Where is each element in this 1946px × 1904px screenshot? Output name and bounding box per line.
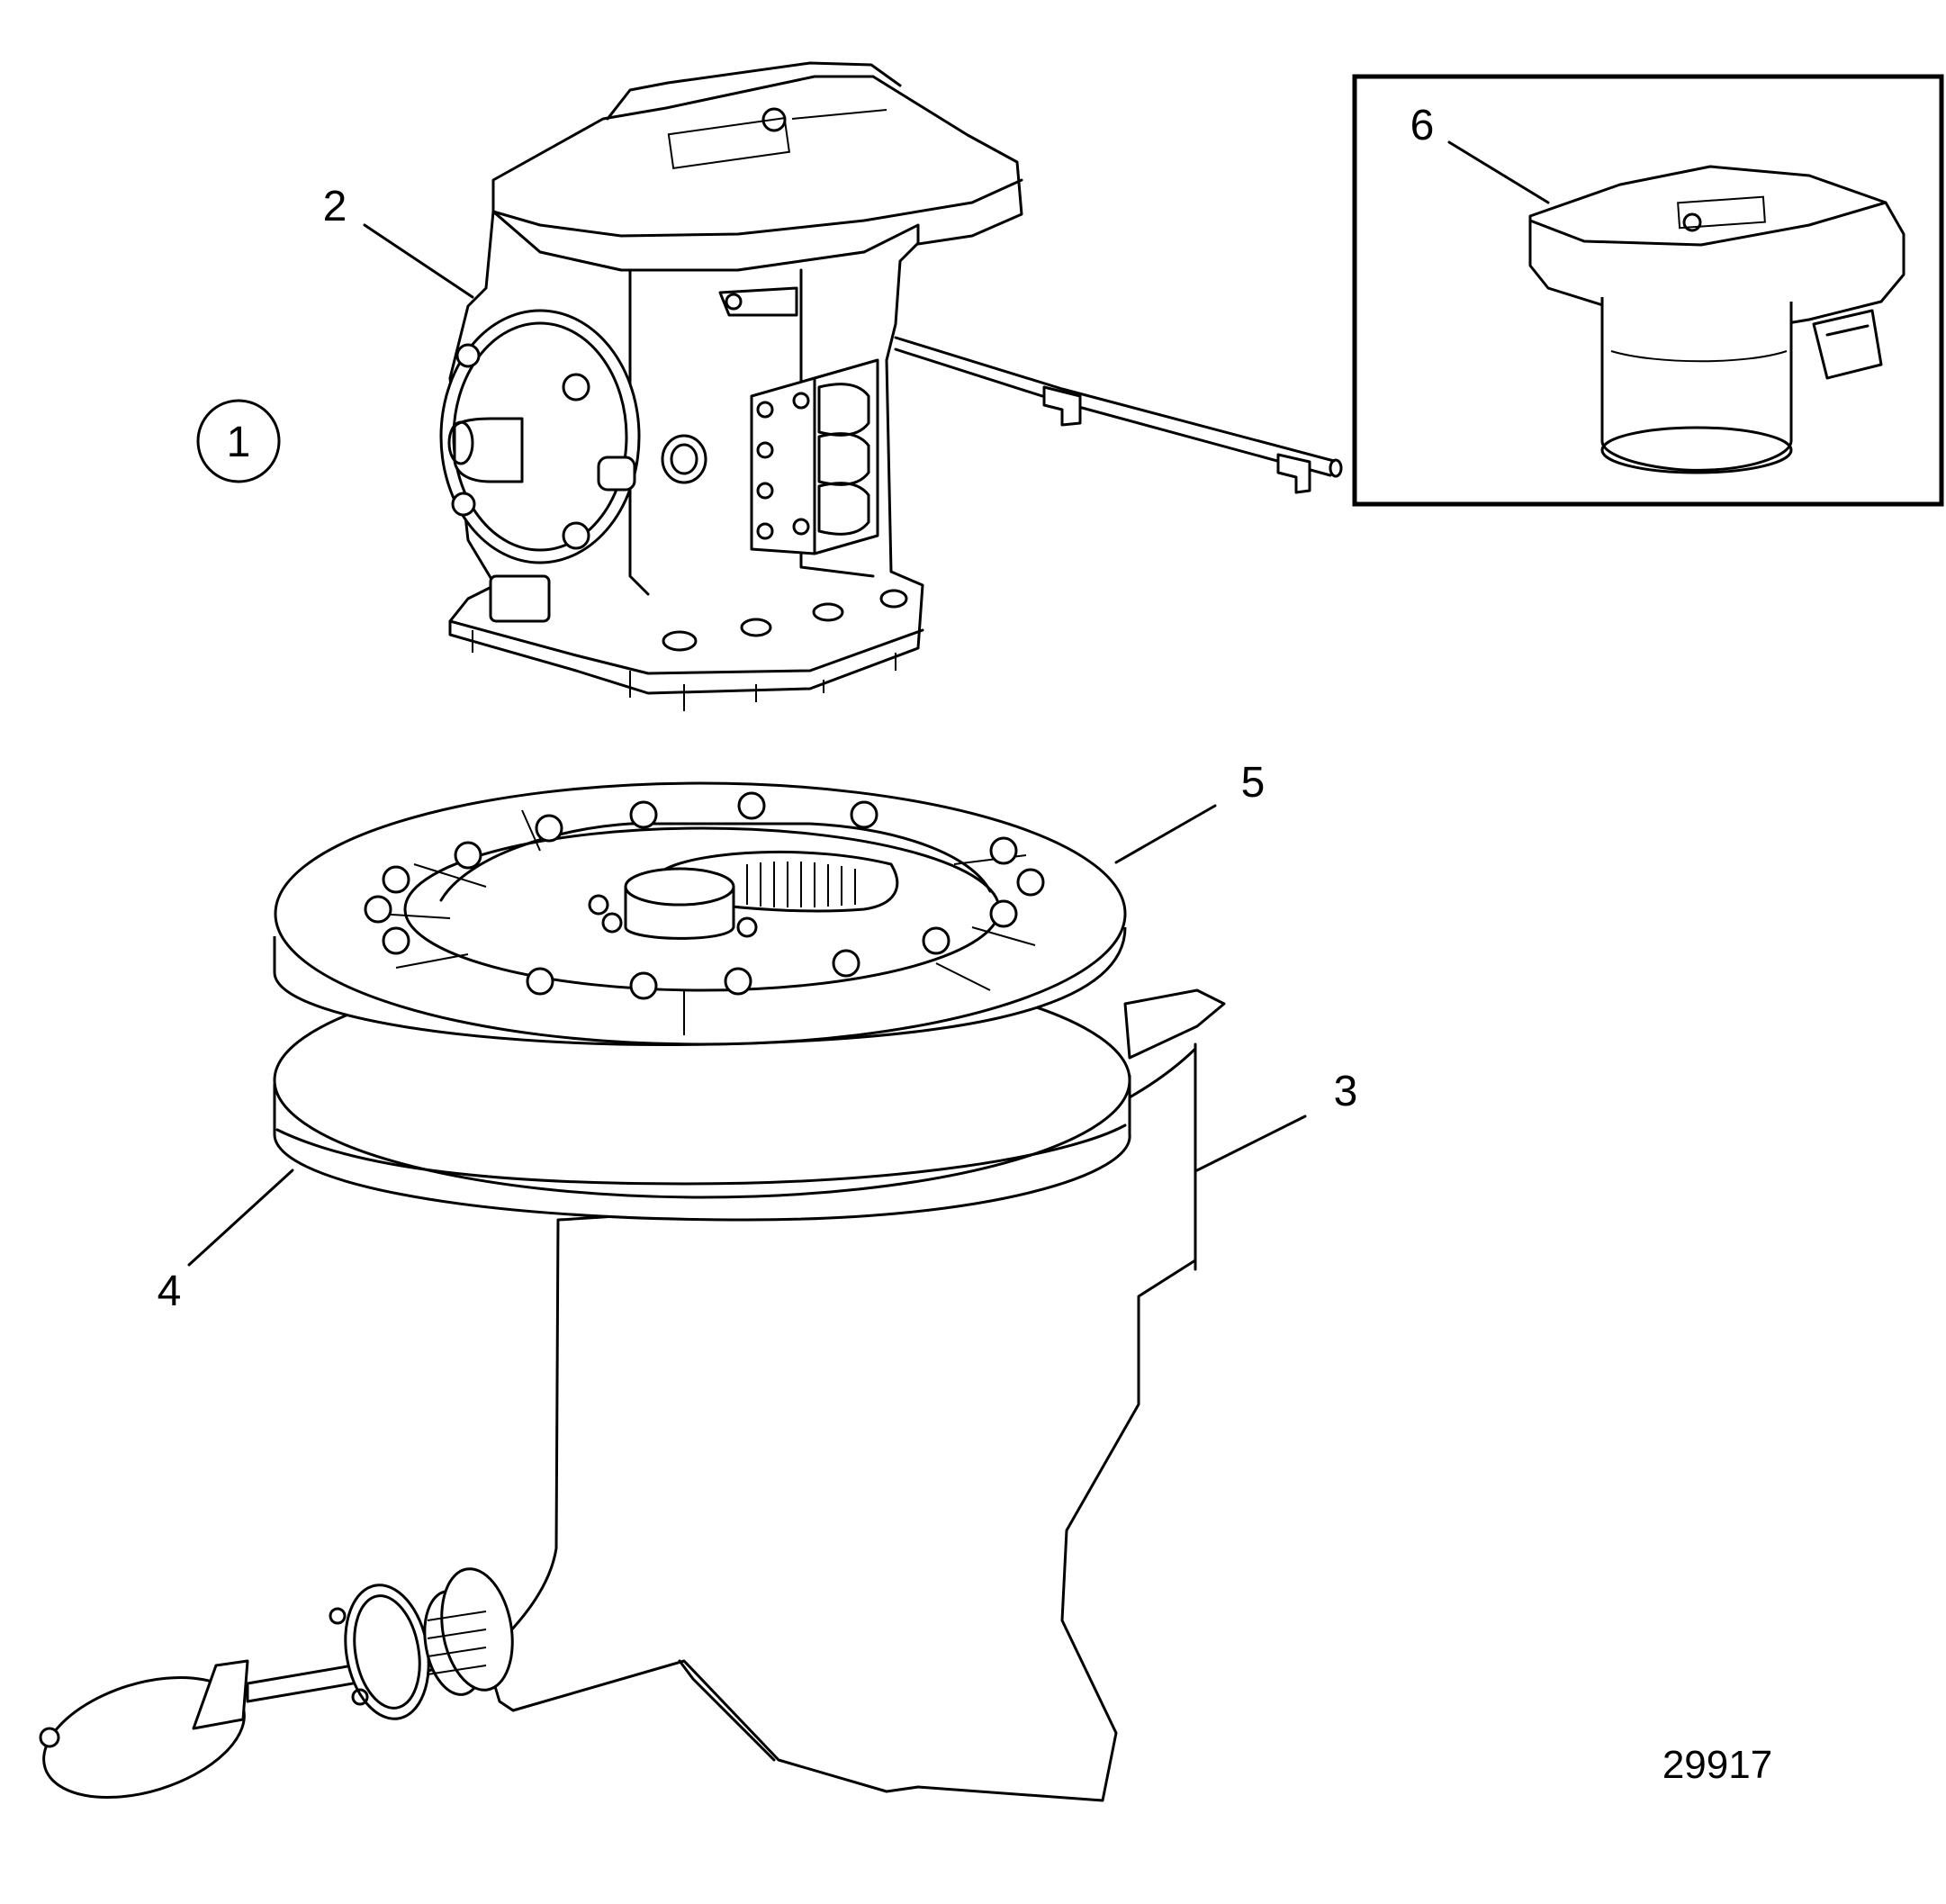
- control-unit: [1528, 165, 1905, 474]
- plate-bolts: [364, 791, 1045, 1000]
- figure-number: 29917: [1662, 1743, 1772, 1787]
- callout-4: 4: [158, 1268, 182, 1315]
- view-marker-label: 1: [227, 419, 251, 466]
- shift-rod: [894, 336, 1343, 494]
- propeller-shaft: [39, 1567, 514, 1800]
- mounting-plate: [273, 781, 1127, 1046]
- view-marker: 1: [196, 399, 281, 483]
- cavitation-fin: [1123, 988, 1226, 1060]
- callout-2: 2: [323, 183, 347, 230]
- callout-3: 3: [1334, 1068, 1358, 1115]
- callout-6: 6: [1410, 102, 1435, 149]
- callout-5: 5: [1241, 759, 1266, 807]
- leader-lines: [187, 140, 1550, 1267]
- inset-frame: [1352, 74, 1944, 507]
- callout-labels: 2 3 4 5 6: [158, 102, 1435, 1315]
- upper-gear-housing: [439, 61, 1023, 711]
